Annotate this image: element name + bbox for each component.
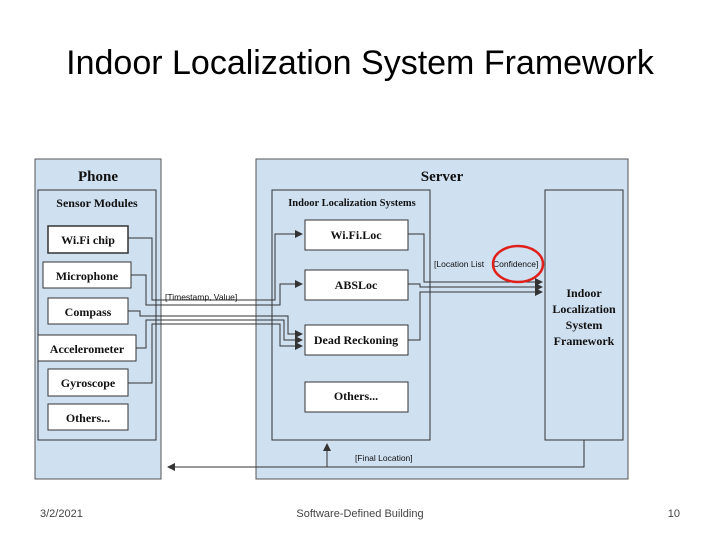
system-box-dead-reckoning	[304, 324, 409, 356]
footer-center-text: Software-Defined Building	[296, 508, 424, 520]
sensor-box-microphone	[42, 261, 132, 289]
sensor-label-others: Others...	[66, 411, 110, 425]
system-box-absloc	[304, 269, 409, 301]
system-label-absloc: ABSLoc	[335, 278, 378, 292]
sensor-connectors	[128, 230, 303, 384]
sensor-label-compass: Compass	[65, 305, 112, 319]
page-title: Indoor Localization System Framework	[66, 44, 654, 82]
sensor-box-wifi	[47, 225, 129, 254]
confidence-highlight	[491, 244, 545, 284]
system-label-dead-reckoning: Dead Reckoning	[314, 333, 398, 347]
footer-page-number: 10	[667, 508, 680, 520]
framework-label-line-4: Framework	[554, 334, 615, 348]
final-location-label: [Final Location]	[355, 453, 413, 463]
sensor-box-compass	[47, 297, 129, 325]
system-connectors	[408, 233, 543, 341]
framework-box	[544, 189, 624, 441]
phone-label: Phone	[78, 169, 118, 185]
system-label-others: Others...	[334, 389, 378, 403]
final-location-connectors	[167, 440, 585, 471]
framework-label-line-2: Localization	[552, 302, 616, 316]
confidence-label: Confidence]	[493, 259, 538, 269]
sensor-box-accelerometer	[37, 334, 137, 362]
sensor-label-gyroscope: Gyroscope	[61, 376, 116, 390]
framework-label-line-1: Indoor	[566, 286, 602, 300]
footer-date: 3/2/2021	[40, 508, 83, 520]
timestamp-value-label: [Timestamp, Value]	[165, 292, 237, 302]
ils-label: Indoor Localization Systems	[288, 198, 416, 209]
sensor-label-wifi: Wi.Fi chip	[61, 233, 115, 247]
sensor-modules-label: Sensor Modules	[56, 196, 138, 210]
server-label: Server	[421, 169, 464, 185]
system-box-wifiloc	[304, 219, 409, 251]
sensor-box-others	[47, 403, 129, 431]
system-label-wifiloc: Wi.Fi.Loc	[330, 228, 382, 242]
framework-label-line-3: System	[566, 318, 603, 332]
system-box-others	[304, 381, 409, 413]
location-list-label: [Location List	[434, 259, 485, 269]
sensor-label-accelerometer: Accelerometer	[50, 342, 125, 356]
sensor-label-microphone: Microphone	[56, 269, 119, 283]
